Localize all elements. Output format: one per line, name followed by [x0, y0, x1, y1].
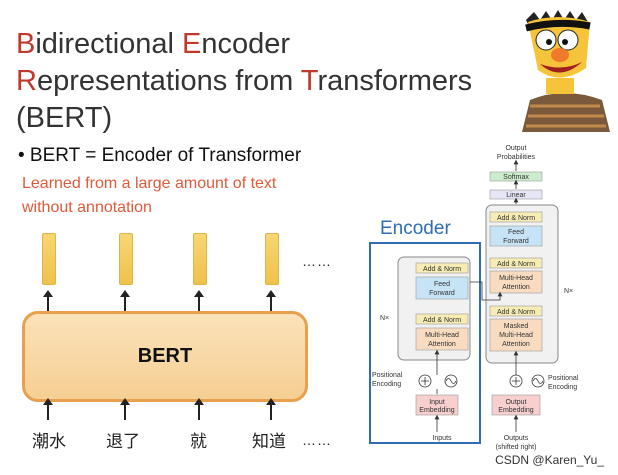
add-norm-block	[489, 211, 543, 223]
outputs-label: Outputs	[504, 435, 529, 442]
transformer-architecture-diagram: Encoder Add & Norm Feed Forward Add & No…	[369, 145, 579, 451]
softmax-label: Softmax	[503, 174, 529, 181]
feed-forward-label: Forward	[503, 238, 529, 245]
input-embedding-label: Embedding	[419, 407, 455, 414]
add-norm-block	[415, 262, 469, 274]
outputs-label: (shifted right)	[496, 444, 537, 451]
output-vector	[193, 233, 207, 285]
linear-label: Linear	[506, 192, 526, 199]
masked-multi-head-label: Multi-Head	[499, 332, 533, 339]
output-probabilities-label: Probabilities	[497, 154, 536, 161]
arrow-up-icon	[120, 398, 130, 420]
output-embedding-label: Output	[505, 399, 526, 406]
positional-encoding-label: Encoding	[548, 384, 577, 391]
note-line-1: Learned from a large amount of text	[22, 175, 277, 192]
note-line-2: without annotation	[22, 199, 152, 216]
input-token: 潮水	[32, 432, 66, 451]
arrow-up-icon	[194, 398, 204, 420]
add-norm-label: Add & Norm	[497, 261, 535, 268]
decoder-nx-label: N×	[564, 288, 573, 295]
encoder-highlight-box	[369, 242, 481, 444]
multi-head-label: Multi-Head	[425, 332, 459, 339]
feed-forward-block	[415, 276, 469, 300]
feed-forward-label: Feed	[508, 229, 524, 236]
add-norm-block	[489, 305, 543, 317]
output-vector	[119, 233, 133, 285]
arrow-up-icon	[43, 290, 53, 312]
bert-block: BERT	[22, 311, 308, 402]
add-norm-label: Add & Norm	[423, 266, 461, 273]
title-line-3: (BERT)	[16, 102, 113, 134]
positional-encoding-label: Positional	[548, 375, 579, 382]
title-line-2: Representations from Transformers	[16, 65, 473, 97]
inputs-label: Inputs	[432, 435, 452, 442]
output-vector	[265, 233, 279, 285]
input-token: 退了	[106, 432, 140, 451]
add-norm-block	[415, 313, 469, 325]
arrow-up-icon	[43, 398, 53, 420]
positional-encoding-label: Positional	[372, 372, 403, 379]
encoder-nx-label: N×	[380, 315, 389, 322]
output-embedding-label: Embedding	[498, 407, 534, 414]
add-norm-label: Add & Norm	[423, 317, 461, 324]
positional-encoding-label: Encoding	[372, 381, 401, 388]
arrow-up-icon	[120, 290, 130, 312]
arrow-up-icon	[266, 290, 276, 312]
multi-head-attention-block	[489, 270, 543, 294]
add-norm-label: Add & Norm	[497, 309, 535, 316]
input-token: 知道	[252, 432, 286, 451]
input-embedding-label: Input	[429, 399, 445, 406]
bert-muppet-image	[516, 8, 612, 132]
masked-multi-head-label: Attention	[502, 341, 530, 348]
multi-head-label: Attention	[428, 341, 456, 348]
title-line-1: Bidirectional Encoder	[16, 28, 291, 60]
arrow-up-icon	[266, 398, 276, 420]
multi-head-attention-block	[415, 327, 469, 351]
bert-definition-bullet: • BERT = Encoder of Transformer	[18, 145, 302, 166]
encoder-label: Encoder	[380, 218, 451, 239]
input-token: 就	[190, 432, 207, 451]
add-norm-block	[489, 257, 543, 269]
arrow-up-icon	[194, 290, 204, 312]
output-vector	[42, 233, 56, 285]
feed-forward-label: Forward	[429, 290, 455, 297]
output-probabilities-label: Output	[505, 145, 526, 152]
multi-head-label: Multi-Head	[499, 275, 533, 282]
add-norm-label: Add & Norm	[497, 215, 535, 222]
inputs-ellipsis: ……	[302, 432, 332, 448]
watermark: CSDN @Karen_Yu_	[495, 453, 604, 467]
masked-multi-head-attention-block	[489, 318, 543, 352]
feed-forward-label: Feed	[434, 281, 450, 288]
outputs-ellipsis: ……	[302, 253, 332, 269]
feed-forward-block	[489, 225, 543, 247]
multi-head-label: Attention	[502, 284, 530, 291]
masked-multi-head-label: Masked	[504, 323, 529, 330]
